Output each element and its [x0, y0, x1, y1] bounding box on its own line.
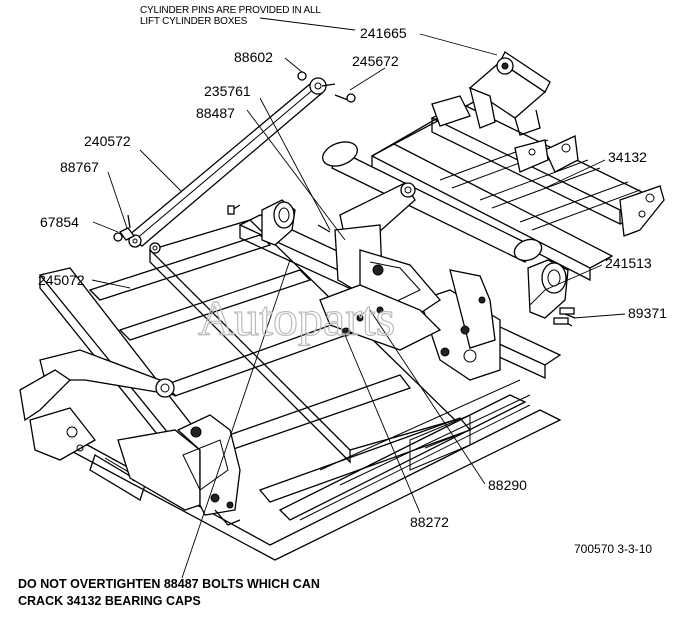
- callout-88272: 88272: [410, 514, 449, 530]
- bolts-89371: [227, 204, 575, 325]
- callout-89371: 89371: [628, 305, 667, 321]
- callout-241513: 241513: [605, 255, 652, 271]
- callout-88767: 88767: [60, 159, 99, 175]
- callout-235761: 235761: [204, 83, 251, 99]
- bearing-box-left: [117, 414, 241, 526]
- callout-88602: 88602: [234, 49, 273, 65]
- main-frame: [19, 214, 562, 561]
- note-line-2: LIFT CYLINDER BOXES: [140, 16, 248, 27]
- callout-88487: 88487: [196, 105, 235, 121]
- pedestal-bearing-left: [261, 199, 296, 246]
- warning-line-2: CRACK 34132 BEARING CAPS: [18, 594, 201, 608]
- note-line-1: CYLINDER PINS ARE PROVIDED IN ALL: [140, 5, 321, 16]
- pedestal-bearing-241513: [527, 259, 576, 327]
- callout-245072: 245072: [38, 272, 85, 288]
- callout-34132: 34132: [608, 149, 647, 165]
- leveling-link-240572: [113, 71, 356, 254]
- callout-240572: 240572: [84, 133, 131, 149]
- callout-245672: 245672: [352, 53, 399, 69]
- callout-241665: 241665: [360, 25, 407, 41]
- rockshaft-arm: [319, 182, 442, 351]
- callout-67854: 67854: [40, 214, 79, 230]
- rockshaft-tube: [322, 141, 543, 263]
- warning-line-1: DO NOT OVERTIGHTEN 88487 BOLTS WHICH CAN: [18, 577, 320, 591]
- drawing-number: 700570 3-3-10: [574, 542, 652, 556]
- callout-88290: 88290: [488, 477, 527, 493]
- leader-lines: [91, 17, 626, 579]
- rear-frame-assembly: [370, 95, 665, 282]
- lift-cylinder-241665: [468, 51, 551, 136]
- bearing-box-right: [419, 269, 501, 381]
- watermark: Autoparts: [198, 290, 395, 346]
